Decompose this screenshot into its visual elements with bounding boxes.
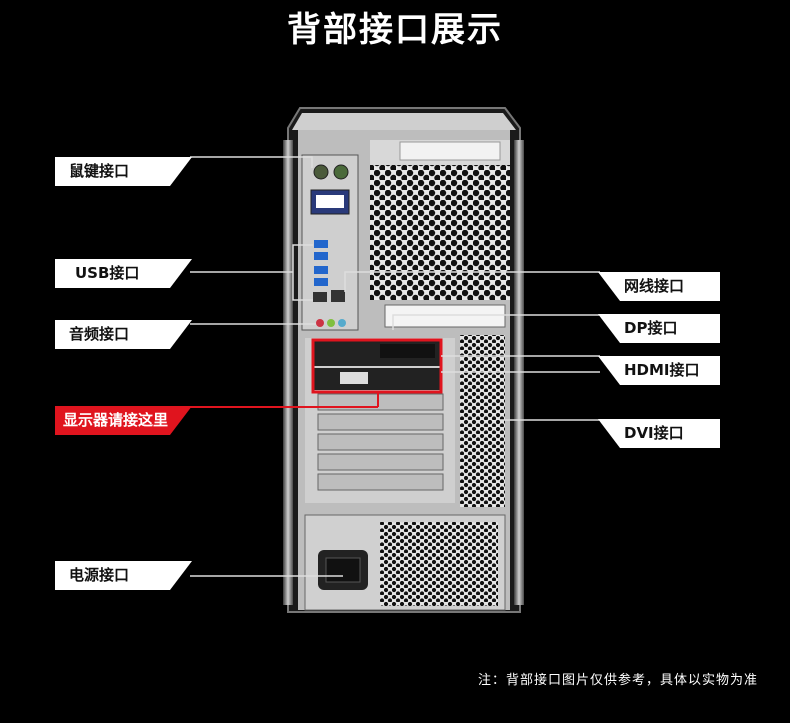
power-supply xyxy=(304,514,506,611)
label-mouse-keyboard-port: 鼠键接口 xyxy=(55,157,192,186)
page-title: 背部接口展示 xyxy=(287,10,503,50)
disclaimer-note: 注：背部接口图片仅供参考，具体以实物为准 xyxy=(477,673,758,688)
label-display-connect-here: 显示器请接这里 xyxy=(55,406,192,435)
label-usb-port: USB接口 xyxy=(55,259,192,288)
label-hdmi-port: HDMI接口 xyxy=(598,356,720,385)
expansion-slots xyxy=(305,335,505,507)
label-dvi-port: DVI接口 xyxy=(598,419,720,448)
label-network-port: 网线接口 xyxy=(598,272,720,301)
label-audio-port: 音频接口 xyxy=(55,320,192,349)
label-power-port: 电源接口 xyxy=(55,561,192,590)
label-dp-port: DP接口 xyxy=(598,314,720,343)
leader-lines xyxy=(190,156,600,577)
fan-grill xyxy=(370,140,510,328)
io-shield xyxy=(301,154,359,331)
display-highlight xyxy=(190,338,443,408)
